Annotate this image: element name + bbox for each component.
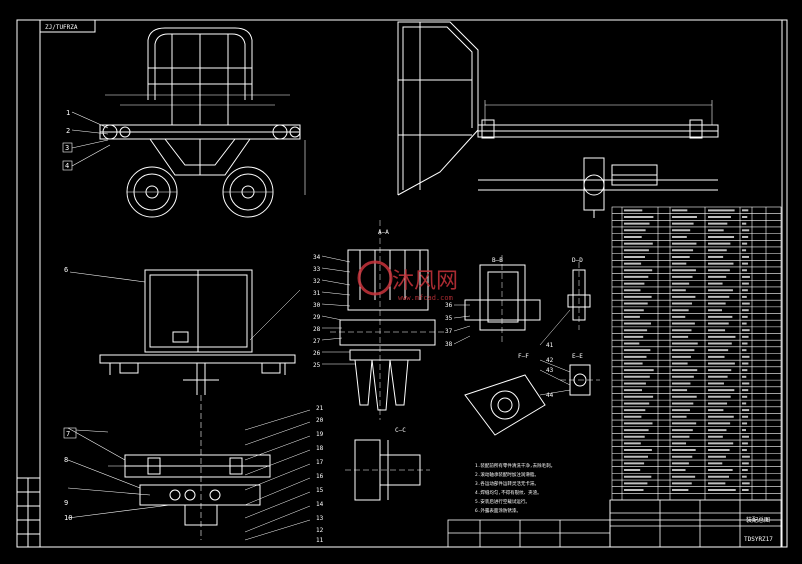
callout-1: 1 xyxy=(66,109,70,117)
section-label-d: D—D xyxy=(572,257,583,264)
note-1: 1.装配前所有零件清洗干净,去除毛刺。 xyxy=(475,462,555,469)
detail-b xyxy=(464,255,541,345)
callout-30: 30 xyxy=(313,302,321,309)
callout-11: 11 xyxy=(316,537,324,544)
inner-border xyxy=(39,19,783,548)
section-label-e: E—E xyxy=(572,353,583,360)
technical-notes: 1.装配前所有零件清洗干净,去除毛刺。 2.滚动轴承装配时加注润滑脂。 3.各运… xyxy=(475,462,555,514)
callout-14: 14 xyxy=(316,501,324,508)
note-5: 5.安装后进行空载试运行。 xyxy=(475,498,530,505)
left-strip-table xyxy=(16,477,41,548)
callout-41: 41 xyxy=(546,342,554,349)
callout-15: 15 xyxy=(316,487,324,494)
front-view-trolley xyxy=(99,27,306,218)
callout-16: 16 xyxy=(316,473,324,480)
section-label-c: C—C xyxy=(395,427,406,434)
callout-7: 7 xyxy=(66,430,70,438)
callout-33: 33 xyxy=(313,266,321,273)
callout-31: 31 xyxy=(313,290,321,297)
callouts-left-middle xyxy=(63,271,171,519)
callout-29: 29 xyxy=(313,314,321,321)
callout-35: 35 xyxy=(445,315,453,322)
watermark: 沐风网 www.mfcad.com xyxy=(357,260,458,302)
watermark-brand: 沐风网 xyxy=(392,269,458,294)
title-label: 装配总图 xyxy=(746,516,770,524)
section-label-f: F—F xyxy=(518,353,529,360)
callout-34: 34 xyxy=(313,254,321,261)
callout-8: 8 xyxy=(64,456,68,464)
callout-38: 38 xyxy=(445,341,453,348)
callout-20: 20 xyxy=(316,417,324,424)
note-6: 6.外露表面涂防锈漆。 xyxy=(475,507,521,514)
callout-27: 27 xyxy=(313,338,321,345)
callouts-center-left xyxy=(249,255,355,365)
note-3: 3.各运动部件运转灵活无卡滞。 xyxy=(475,480,539,487)
callout-32: 32 xyxy=(313,278,321,285)
callout-25: 25 xyxy=(313,362,321,369)
pulley-section xyxy=(330,220,445,420)
section-label-b: B—B xyxy=(492,257,503,264)
callout-36: 36 xyxy=(445,302,453,309)
callout-3: 3 xyxy=(65,144,69,152)
callout-18: 18 xyxy=(316,445,324,452)
corner-tag-box xyxy=(39,19,96,33)
callout-21: 21 xyxy=(316,405,324,412)
watermark-url: www.mfcad.com xyxy=(398,294,453,302)
side-view-trolley xyxy=(397,21,719,218)
callout-42: 42 xyxy=(546,357,554,364)
callout-6: 6 xyxy=(64,266,68,274)
note-4: 4.焊缝均匀,不得有裂纹、夹渣。 xyxy=(475,489,542,496)
watermark-logo-icon xyxy=(357,260,393,296)
callout-10: 10 xyxy=(64,514,72,522)
detail-c xyxy=(345,439,430,501)
callout-28: 28 xyxy=(313,326,321,333)
callout-2: 2 xyxy=(66,127,70,135)
title-block xyxy=(447,499,782,548)
callout-19: 19 xyxy=(316,431,324,438)
plan-view-lower xyxy=(108,395,271,540)
callout-17: 17 xyxy=(316,459,324,466)
callout-13: 13 xyxy=(316,515,324,522)
detail-d xyxy=(567,262,591,330)
detail-e xyxy=(560,364,600,396)
detail-f xyxy=(464,374,546,436)
callout-9: 9 xyxy=(64,499,68,507)
callout-26: 26 xyxy=(313,350,321,357)
callout-12: 12 xyxy=(316,527,324,534)
callouts-right xyxy=(453,304,571,396)
parts-list xyxy=(611,206,782,501)
callouts-top-left xyxy=(62,111,111,171)
drawing-number: TDSYRZ17 xyxy=(744,536,773,543)
plan-view-upper xyxy=(99,269,296,395)
section-label-a: A—A xyxy=(378,229,389,236)
callout-4: 4 xyxy=(65,162,69,170)
callouts-center-lower xyxy=(244,409,311,541)
callout-37: 37 xyxy=(445,328,453,335)
callout-44: 44 xyxy=(546,392,554,399)
note-2: 2.滚动轴承装配时加注润滑脂。 xyxy=(475,471,539,478)
corner-tag: ZJ/TUFRZA xyxy=(45,24,78,31)
callout-43: 43 xyxy=(546,367,554,374)
